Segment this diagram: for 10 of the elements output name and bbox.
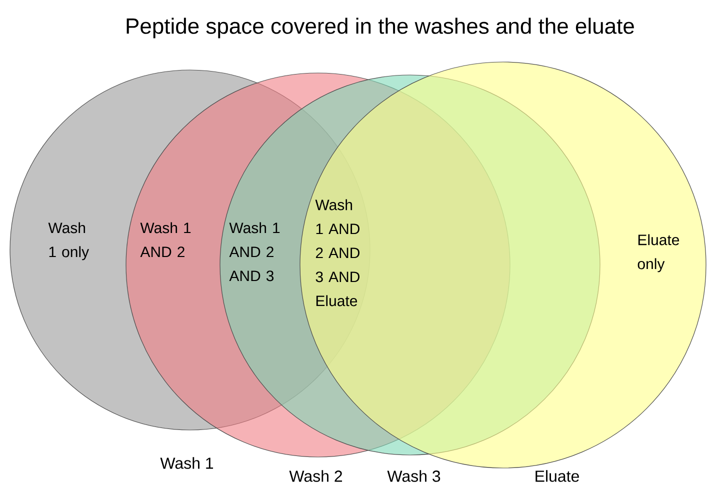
region-label: Wash 1 AND 2 AND 3 — [229, 222, 280, 282]
circle-label: Wash 1 — [160, 457, 214, 469]
region-label: Wash 1 only — [48, 222, 90, 260]
region-label: Eluate only — [638, 234, 680, 272]
region-label: Wash 1 AND 2 — [140, 222, 191, 258]
circle-label: Eluate — [536, 470, 579, 482]
region-label: Wash 1 AND 2 AND 3 AND Eluate — [315, 199, 360, 306]
circle-label: Wash 2 — [289, 470, 342, 482]
circle-label: Wash 3 — [387, 470, 440, 482]
title: Peptide space covered in the washes and the eluate — [126, 18, 634, 38]
